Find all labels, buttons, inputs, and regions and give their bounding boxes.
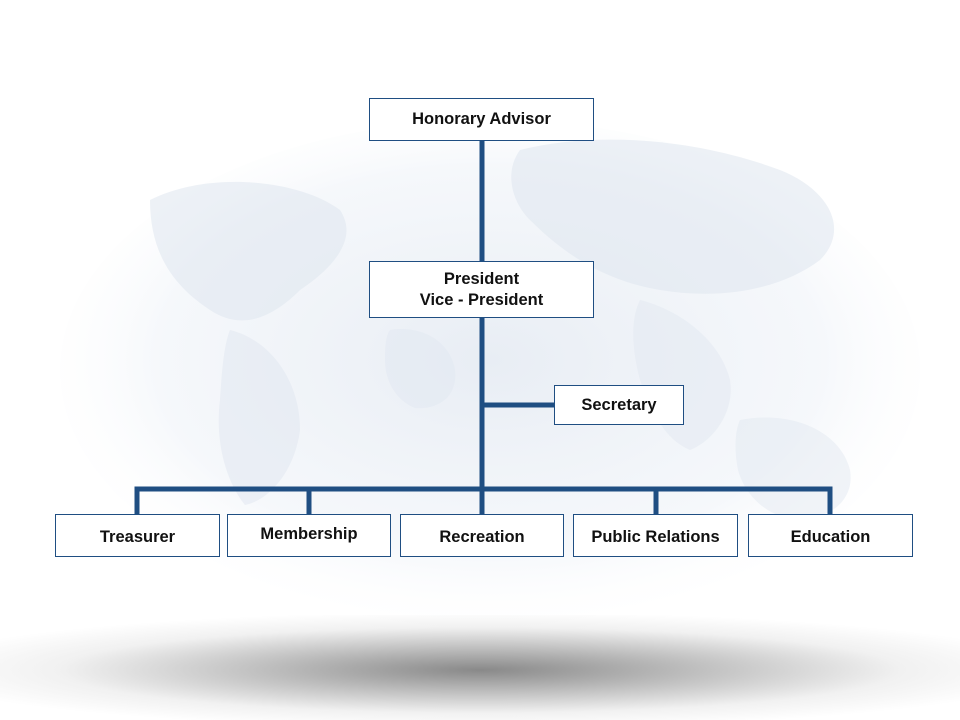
membership-label: Membership [260, 524, 358, 543]
secretary-label: Secretary [581, 395, 657, 414]
education-label: Education [790, 527, 871, 546]
vice-president-label: Vice - President [419, 290, 544, 309]
president-box: President Vice - President [369, 261, 594, 318]
membership-box: Membership [227, 514, 391, 557]
treasurer-label: Treasurer [99, 527, 176, 546]
recreation-label: Recreation [439, 527, 525, 546]
honorary-advisor-label: Honorary Advisor [412, 110, 551, 128]
public-relations-label: Public Relations [591, 527, 720, 546]
president-label: President [443, 269, 520, 288]
floor-shadow [0, 615, 960, 720]
honorary-advisor-box: Honorary Advisor [369, 98, 594, 141]
recreation-box: Recreation [400, 514, 564, 557]
public-relations-box: Public Relations [573, 514, 738, 557]
treasurer-box: Treasurer [55, 514, 220, 557]
secretary-box: Secretary [554, 385, 684, 425]
education-box: Education [748, 514, 913, 557]
